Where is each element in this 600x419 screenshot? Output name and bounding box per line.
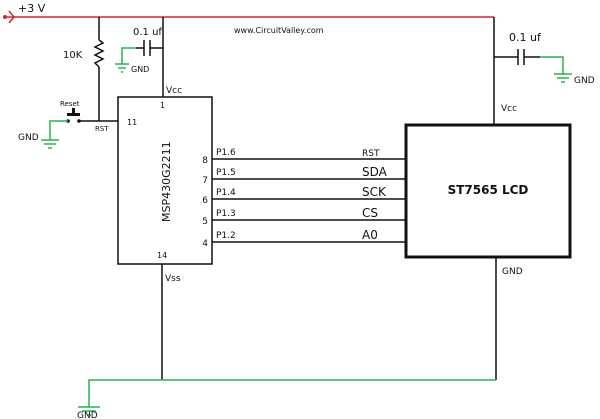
reset-button (41, 108, 118, 149)
pin-number: 5 (202, 217, 208, 227)
supply-label: +3 V (18, 2, 46, 15)
pin-number: 4 (202, 239, 208, 249)
mcu-cap-gnd-label: GND (131, 65, 149, 74)
resistor-10k (93, 17, 105, 121)
mcu-capacitor (115, 17, 164, 97)
signal-label: SCK (362, 185, 387, 199)
reset-gnd-label: GND (18, 133, 39, 143)
signal-buses: 8 P1.6 RST 7 P1.5 SDA 6 P1.4 SCK 5 P1.3 CS 4 P1.2 A0 (202, 148, 406, 249)
mcu-vcc-label: Vcc (166, 86, 182, 96)
mcu-cap-label: 0.1 uf (133, 27, 162, 38)
lcd-vcc-label: Vcc (501, 104, 517, 114)
port-label: P1.5 (216, 168, 236, 178)
lcd-cap-gnd-label: GND (574, 76, 595, 86)
supply-rail (3, 10, 494, 24)
rst-net-label: RST (95, 125, 109, 133)
port-label: P1.6 (216, 148, 236, 158)
reset-label: Reset (60, 100, 80, 108)
pin-number: 8 (202, 156, 208, 166)
mcu-pin-rst: 11 (127, 118, 137, 127)
pin-number: 6 (202, 196, 208, 206)
pin-number: 7 (202, 176, 208, 186)
signal-label: RST (362, 149, 380, 159)
lcd-name: ST7565 LCD (448, 183, 529, 197)
lcd-cap-label: 0.1 uf (509, 31, 542, 44)
mcu-vss-label: Vss (165, 274, 181, 284)
mcu-pin-vcc: 1 (160, 101, 165, 110)
watermark: www.CircuitValley.com (234, 26, 324, 35)
main-gnd-label: GND (77, 411, 98, 419)
mcu-pin-vss: 14 (157, 251, 167, 260)
port-label: P1.2 (216, 231, 236, 241)
lcd-gnd-label: GND (502, 267, 523, 277)
port-label: P1.4 (216, 188, 236, 198)
lcd-module (404, 17, 572, 380)
mcu-chip (117, 96, 213, 265)
mcu-name: MSP430G2211 (160, 141, 173, 222)
signal-label: SDA (362, 165, 388, 179)
ground-bus (78, 379, 496, 416)
signal-label: A0 (362, 228, 378, 242)
lcd-capacitor (494, 49, 572, 83)
signal-label: CS (362, 206, 378, 220)
resistor-label: 10K (63, 50, 83, 61)
port-label: P1.3 (216, 209, 236, 219)
